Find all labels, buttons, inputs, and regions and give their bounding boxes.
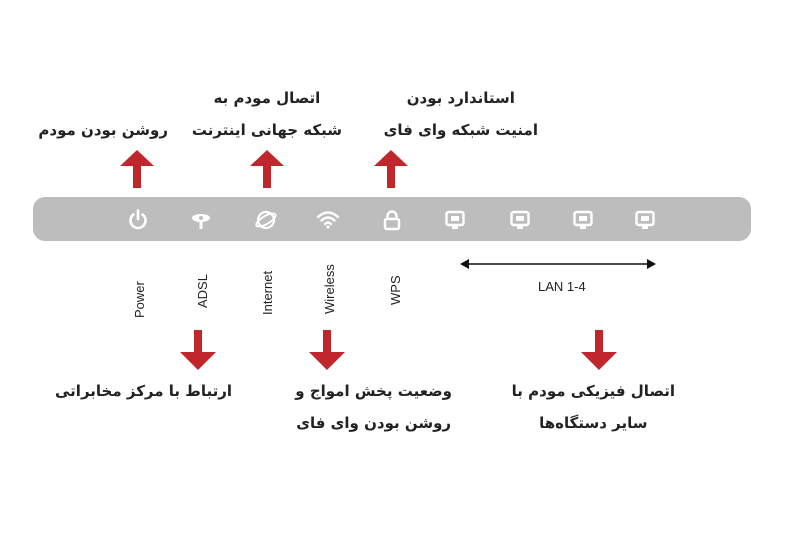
caption-power: روشن بودن مودم <box>38 114 168 146</box>
arrow-down-lan <box>581 330 617 370</box>
caption-adsl-line1: ارتباط با مرکز مخابراتی <box>55 382 232 400</box>
caption-internet-line2: شبکه جهانی اینترنت <box>191 121 342 139</box>
lan-range-label: LAN 1-4 <box>538 279 586 294</box>
label-wps: WPS <box>388 275 403 305</box>
lan-port-icon-1 <box>443 208 467 232</box>
label-wireless: Wireless <box>322 264 337 314</box>
caption-lan: اتصال فیزیکی مودم با سایر دستگاه‌ها <box>512 375 675 439</box>
label-internet: Internet <box>260 270 275 315</box>
caption-adsl: ارتباط با مرکز مخابراتی <box>55 375 232 407</box>
caption-wireless-line2: روشن بودن وای فای <box>296 414 452 432</box>
caption-lan-line2: سایر دستگاه‌ها <box>539 414 648 432</box>
lan-port-icon-3 <box>571 208 595 232</box>
arrow-down-wireless <box>309 330 345 370</box>
label-power: Power <box>132 281 147 318</box>
caption-wps-line2: امنیت شبکه وای فای <box>383 121 538 139</box>
power-icon <box>126 208 150 232</box>
lan-range-arrow <box>460 257 656 271</box>
wifi-icon <box>316 208 340 232</box>
caption-internet: اتصال مودم به شبکه جهانی اینترنت <box>192 82 342 146</box>
caption-wireless-line1: وضعیت پخش امواج و <box>295 382 452 400</box>
lock-icon <box>380 208 404 232</box>
arrow-up-internet <box>250 150 284 188</box>
lan-port-icon-4 <box>633 208 657 232</box>
internet-icon <box>254 208 278 232</box>
caption-lan-line1: اتصال فیزیکی مودم با <box>511 382 675 400</box>
arrow-up-power <box>120 150 154 188</box>
arrow-up-wps <box>374 150 408 188</box>
adsl-icon <box>189 208 213 232</box>
caption-wireless: وضعیت پخش امواج و روشن بودن وای فای <box>295 375 452 439</box>
label-adsl: ADSL <box>195 274 210 308</box>
caption-wps-line1: استاندارد بودن <box>406 89 515 107</box>
lan-port-icon-2 <box>508 208 532 232</box>
arrow-down-adsl <box>180 330 216 370</box>
caption-internet-line1: اتصال مودم به <box>213 89 321 107</box>
caption-wps: استاندارد بودن امنیت شبکه وای فای <box>384 82 538 146</box>
caption-power-line1: روشن بودن مودم <box>38 121 168 139</box>
